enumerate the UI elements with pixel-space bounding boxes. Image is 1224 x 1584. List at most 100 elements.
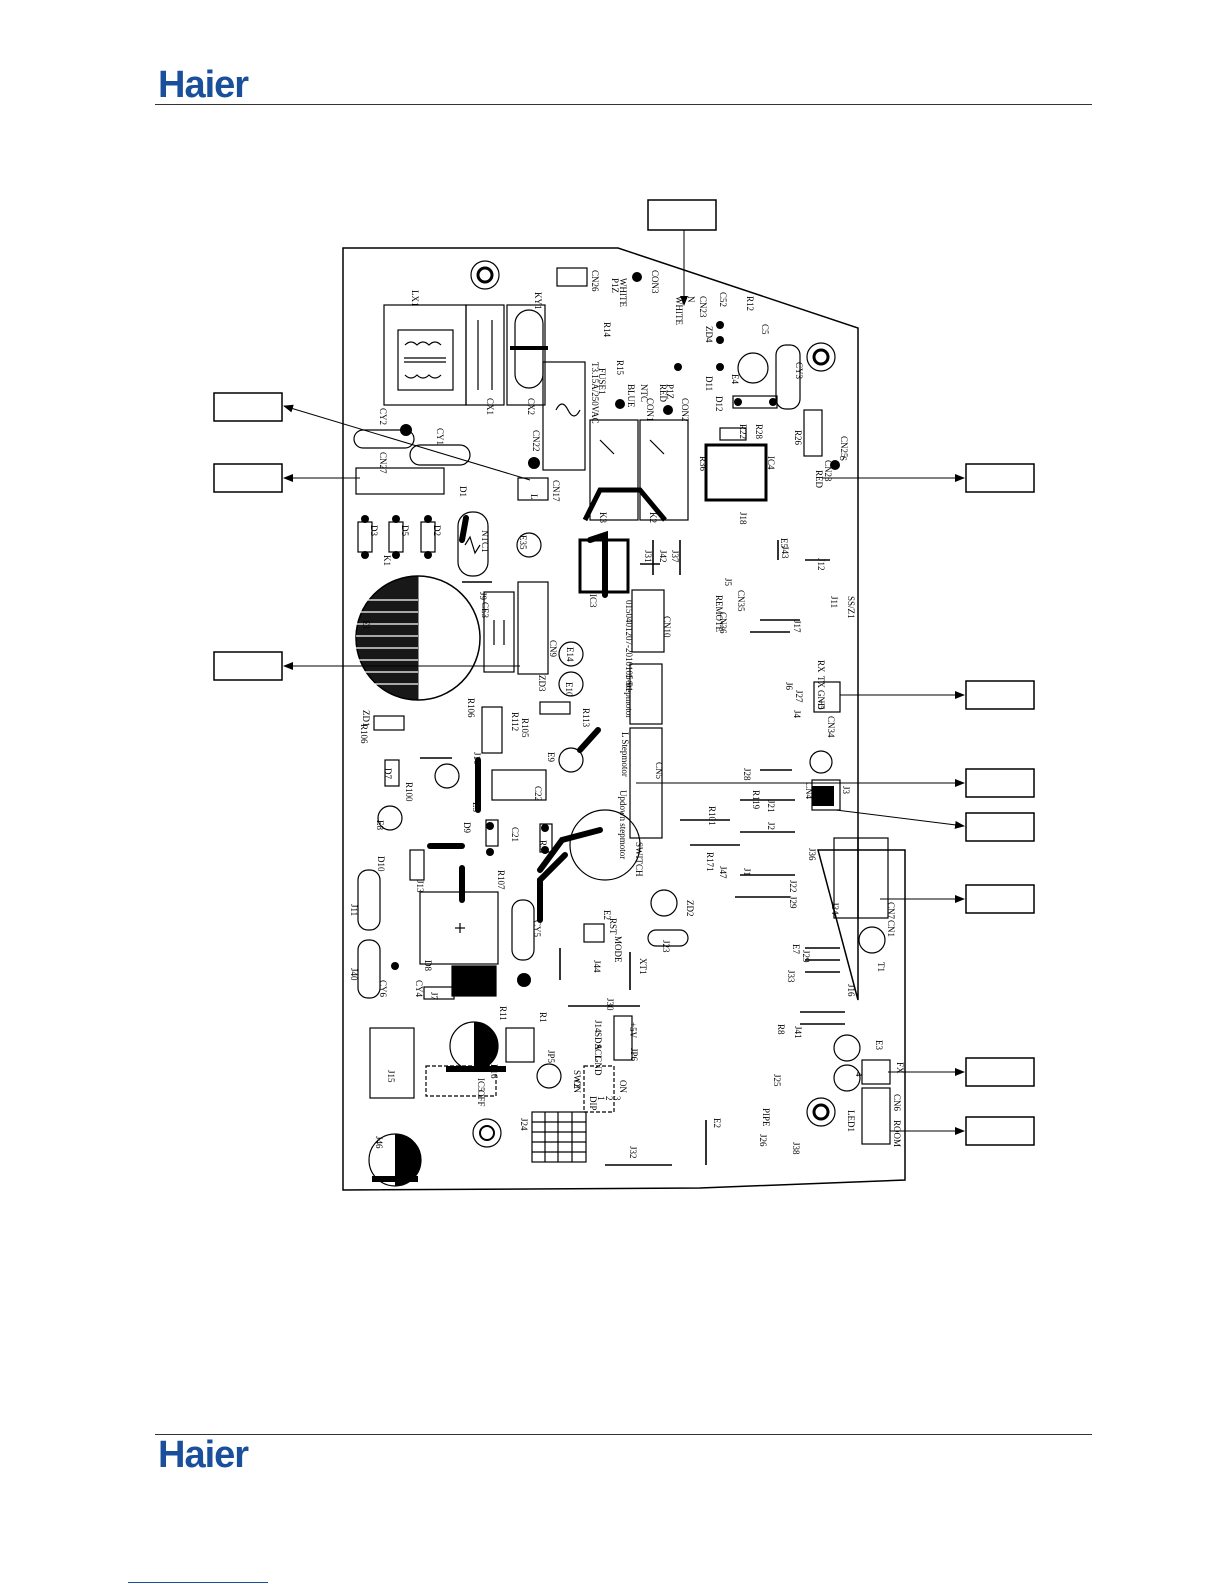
board-label: GND bbox=[593, 1056, 603, 1076]
board-label: CN5 bbox=[654, 762, 664, 780]
board-label: R15 bbox=[615, 360, 625, 376]
board-label: J42 bbox=[658, 550, 668, 563]
board-label: J32 bbox=[628, 1146, 638, 1159]
board-label: RED bbox=[814, 470, 824, 489]
board-label: J30 bbox=[605, 998, 615, 1011]
capacitor-ce3 bbox=[483, 591, 515, 673]
board-label: CN17 bbox=[551, 480, 561, 502]
board-label: CY1 bbox=[435, 428, 445, 445]
board-label: CY5 bbox=[532, 920, 542, 938]
components bbox=[353, 344, 823, 1163]
connector-j26 bbox=[505, 1027, 535, 1063]
programming-header bbox=[613, 1015, 633, 1061]
callout-box-left-1 bbox=[213, 392, 283, 422]
board-label: N bbox=[686, 296, 696, 303]
ic5 bbox=[369, 1027, 415, 1099]
callout-lines bbox=[283, 230, 965, 1135]
callout-box-left-2 bbox=[213, 463, 283, 493]
board-label: J9 bbox=[478, 592, 488, 601]
callout-box-top bbox=[647, 199, 717, 231]
board-label: OFF bbox=[476, 1090, 486, 1107]
board-label: D3 bbox=[369, 525, 379, 536]
connector-cn9 bbox=[517, 581, 549, 675]
board-label: J28 bbox=[742, 768, 752, 781]
board-label: SWITCH bbox=[634, 842, 644, 877]
board-label: J34 bbox=[830, 902, 840, 915]
board-label: WHITE bbox=[618, 278, 628, 307]
resistor-r26 bbox=[803, 409, 823, 457]
board-label: J4 bbox=[792, 710, 802, 719]
callout-box-right-4 bbox=[965, 812, 1035, 842]
board-label: IC5 bbox=[476, 1078, 486, 1092]
board-label: C21 bbox=[510, 827, 520, 842]
board-label: J47 bbox=[718, 866, 728, 879]
board-label: XT1 bbox=[638, 958, 648, 975]
mounting-holes bbox=[470, 260, 836, 1148]
capacitor-cy6 bbox=[511, 899, 535, 961]
callout-box-right-7 bbox=[965, 1116, 1035, 1146]
board-label: LX1 bbox=[410, 290, 420, 307]
board-label: J29 bbox=[801, 950, 811, 963]
board-label: WHITE bbox=[674, 296, 684, 325]
callout-box-right-5 bbox=[965, 884, 1035, 914]
board-label: S bbox=[838, 456, 848, 461]
board-label: KY1 bbox=[533, 292, 543, 310]
board-label: J16 bbox=[846, 984, 856, 997]
diodes bbox=[357, 395, 778, 1000]
jumper-lines bbox=[420, 540, 845, 1166]
board-label: ZD4 bbox=[704, 326, 714, 343]
callout-box-right-1 bbox=[965, 463, 1035, 493]
board-label: J11 bbox=[829, 596, 839, 608]
board-label: J44 bbox=[592, 960, 602, 973]
resistor-r105 bbox=[481, 706, 503, 754]
board-label: ROOM bbox=[892, 1120, 902, 1147]
board-label: CN7 bbox=[886, 902, 896, 920]
board-label: RST bbox=[608, 918, 618, 935]
board-label: CN26 bbox=[590, 270, 600, 292]
callout-box-right-6 bbox=[965, 1057, 1035, 1087]
board-label: E35 bbox=[518, 535, 528, 550]
mounting-hole bbox=[472, 1118, 502, 1148]
mounting-hole bbox=[470, 260, 500, 290]
board-label: D1 bbox=[458, 486, 468, 497]
board-label: SDA bbox=[593, 1032, 603, 1051]
board-label: CX1 bbox=[485, 398, 495, 415]
connector-cn5 bbox=[629, 727, 663, 839]
board-label: J15 bbox=[386, 1070, 396, 1083]
dip-table bbox=[531, 1111, 587, 1163]
varistor-ky1 bbox=[510, 309, 548, 389]
capacitor-cy2 bbox=[353, 429, 415, 449]
board-label: CN27 bbox=[378, 452, 388, 474]
board-label: C52 bbox=[718, 292, 728, 307]
board-label: J11 bbox=[349, 904, 359, 916]
capacitor-cy4 bbox=[357, 939, 381, 999]
board-label: T3.15A/250VAC bbox=[590, 362, 600, 424]
board-label: RX bbox=[816, 660, 826, 673]
board-label: J3 bbox=[841, 786, 851, 795]
board-label: E10 bbox=[564, 682, 574, 697]
callout-boxes bbox=[213, 199, 1035, 1146]
board-label: JP5 bbox=[546, 1050, 556, 1064]
capacitor-fills bbox=[372, 1022, 506, 1186]
board-label: C22 bbox=[533, 786, 543, 801]
thick-traces bbox=[427, 515, 608, 923]
transformer-lx1 bbox=[383, 304, 467, 406]
board-label: R11 bbox=[498, 1006, 508, 1021]
board-label: J31 bbox=[643, 550, 653, 563]
board-label: R1 bbox=[538, 1012, 548, 1023]
board-label: CY4 bbox=[414, 980, 424, 998]
capacitor-c21 bbox=[491, 769, 547, 801]
board-label: LED1 bbox=[846, 1110, 856, 1132]
board-label: NTC1 bbox=[480, 530, 490, 553]
footer-rule bbox=[155, 1434, 1092, 1435]
board-label: R14 bbox=[602, 322, 612, 338]
board-label: R9 bbox=[538, 840, 548, 851]
capacitor-cy3 bbox=[775, 344, 801, 410]
board-label: R36 bbox=[698, 456, 708, 472]
board-label: MODE bbox=[613, 936, 623, 963]
board-label: D7 bbox=[383, 768, 393, 779]
connector-cn34 bbox=[813, 681, 841, 713]
connector-cn1 bbox=[857, 837, 889, 919]
connector-cn11 bbox=[629, 663, 663, 725]
switch-block bbox=[425, 1065, 497, 1097]
